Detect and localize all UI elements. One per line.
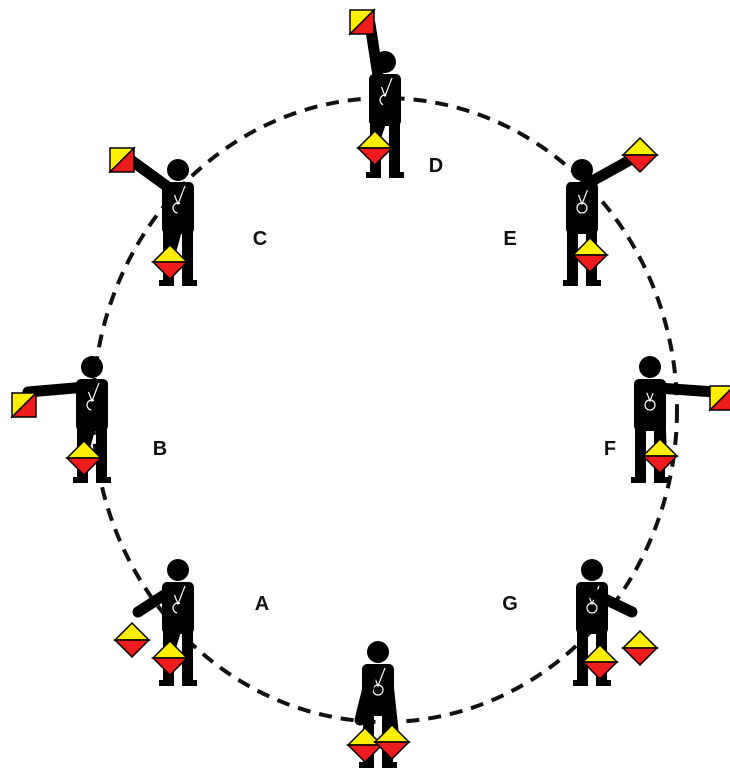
semaphore-flag [583,645,617,679]
semaphore-flag [623,631,657,665]
letter-label: C [253,228,267,250]
signaler-figure [12,356,111,483]
head [367,641,389,663]
semaphore-flag [375,725,409,759]
signaler-figure [115,559,197,686]
semaphore-flag [348,728,382,762]
semaphore-flag [153,641,187,675]
semaphore-flag [643,439,677,473]
signaler-figure [350,10,404,178]
head [81,356,103,378]
signaler-figure [348,641,409,768]
semaphore-flag [115,623,149,657]
letter-label: E [503,228,516,250]
head [581,559,603,581]
signaler-figure [631,356,730,483]
semaphore-flag [710,386,730,410]
letter-label: F [604,438,616,460]
letter-label: G [502,593,518,615]
letter-label: B [153,438,167,460]
semaphore-flag [153,245,187,279]
signaler-figure [573,559,657,686]
head [167,159,189,181]
head [639,356,661,378]
semaphore-flag [573,238,607,272]
semaphore-flag [110,148,134,172]
letter-label: A [255,593,269,615]
semaphore-flag [358,131,392,165]
letter-label: D [429,155,443,177]
semaphore-flag [12,393,36,417]
head [167,559,189,581]
semaphore-flag [350,10,374,34]
signal-arm [644,387,715,392]
